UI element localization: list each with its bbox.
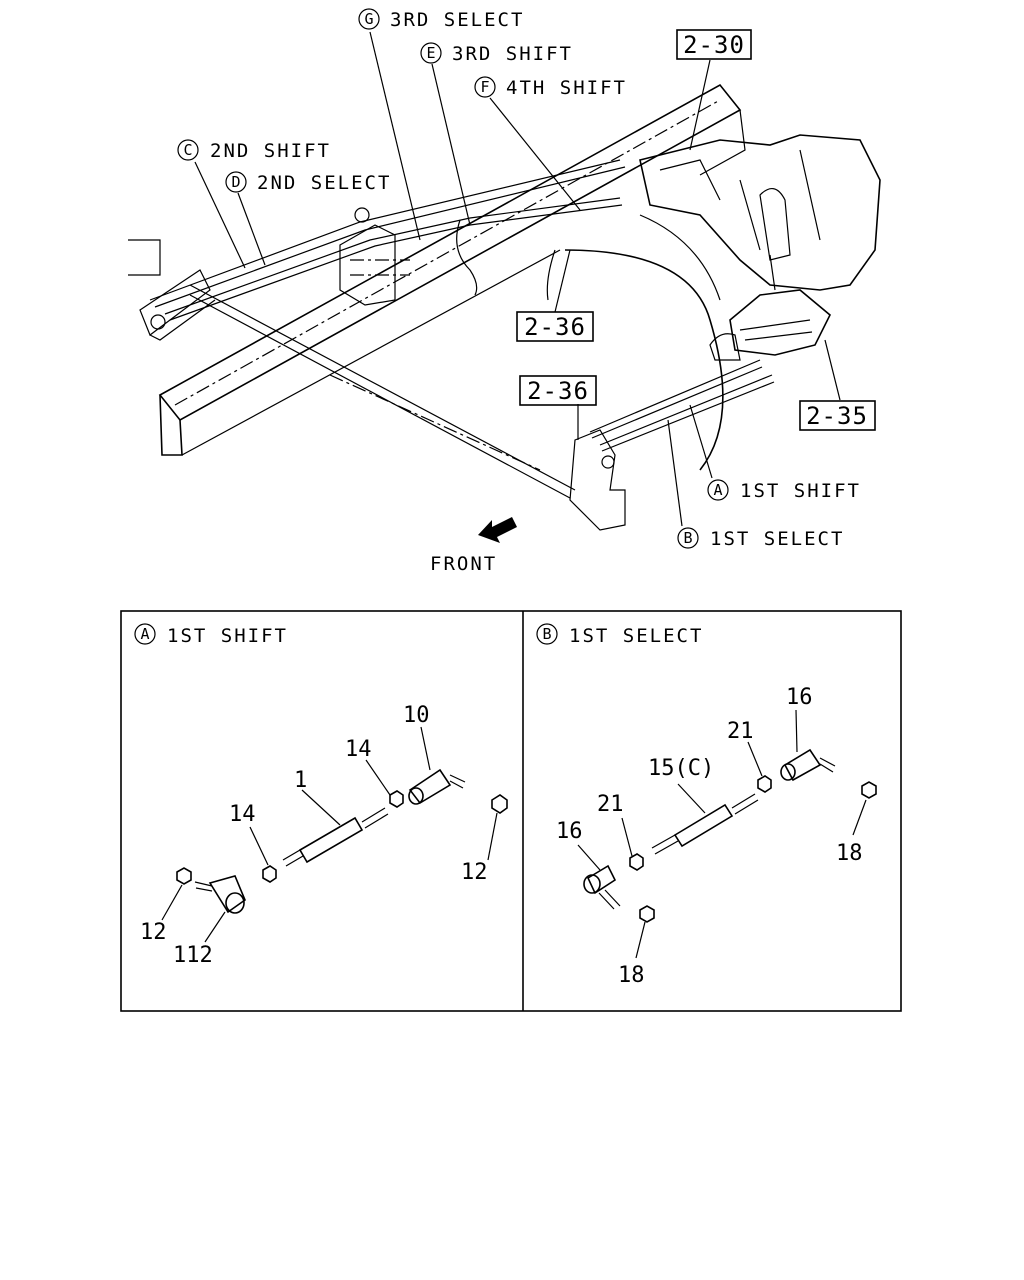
callout-2nd-select: D 2ND SELECT (225, 171, 391, 194)
lower-rods (589, 359, 775, 452)
panel-title-text: 1ST SELECT (569, 625, 703, 647)
rear-bracket (569, 429, 626, 531)
panel-title: B 1ST SELECT (536, 623, 703, 647)
callout-2nd-shift: C 2ND SHIFT (177, 139, 331, 162)
callout-label: 3RD SHIFT (452, 43, 573, 65)
part-number: 18 (836, 841, 863, 866)
callout-letter: G (364, 10, 373, 28)
callout-label: 1ST SHIFT (740, 480, 861, 502)
tunnel-arc (546, 214, 724, 471)
callout-label: 3RD SELECT (390, 9, 524, 31)
part-leaders (161, 726, 498, 943)
callout-label: 2ND SELECT (257, 172, 391, 194)
part-drawings (176, 768, 508, 914)
ref-box-2-36-upper[interactable]: 2-36 (516, 311, 594, 342)
overview-illustration (128, 31, 881, 543)
callout-letter: E (426, 44, 435, 62)
part-number: 16 (556, 819, 583, 844)
ref-box-2-30[interactable]: 2-30 (676, 29, 752, 60)
svg-text:2-35: 2-35 (806, 402, 868, 430)
callout-label: 2ND SHIFT (210, 140, 331, 162)
diagonal-rod (189, 284, 576, 499)
part-number: 21 (597, 792, 624, 817)
callout-label: 4TH SHIFT (506, 77, 627, 99)
callout-4th-shift: F 4TH SHIFT (474, 76, 627, 99)
upper-rods (149, 159, 626, 321)
part-drawings (583, 748, 877, 923)
part-number: 21 (727, 719, 754, 744)
ref-box-2-36-lower[interactable]: 2-36 (519, 375, 597, 406)
part-number: 10 (403, 703, 430, 728)
svg-text:2-36: 2-36 (524, 313, 586, 341)
transmission (639, 134, 881, 291)
svg-text:2-36: 2-36 (527, 377, 589, 405)
part-number: 16 (786, 685, 813, 710)
panel-1st-select: B 1ST SELECT (536, 623, 877, 988)
panel-title-text: 1ST SHIFT (167, 625, 288, 647)
ref-box-2-35[interactable]: 2-35 (799, 400, 876, 431)
svg-text:2-30: 2-30 (683, 31, 745, 59)
callout-letter: C (183, 141, 192, 159)
callout-letter: D (231, 173, 240, 191)
callout-letter: B (683, 529, 692, 547)
detail-frame (120, 610, 902, 1012)
callout-letter: F (480, 78, 489, 96)
part-number: 14 (229, 802, 256, 827)
front-arrow-icon (478, 517, 517, 543)
callout-label: 1ST SELECT (710, 528, 844, 550)
callout-3rd-select: G 3RD SELECT (358, 8, 524, 31)
part-number: 18 (618, 963, 645, 988)
panel-title: A 1ST SHIFT (134, 623, 288, 647)
callout-3rd-shift: E 3RD SHIFT (420, 42, 573, 65)
part-number: 112 (173, 943, 213, 968)
callout-1st-shift: A 1ST SHIFT (707, 479, 861, 502)
panel-1st-shift: A 1ST SHIFT (134, 623, 508, 968)
part-number: 15(C) (648, 756, 714, 781)
front-label: FRONT (430, 553, 497, 575)
part-number: 12 (461, 860, 488, 885)
callout-letter: A (713, 481, 722, 499)
callout-1st-select: B 1ST SELECT (677, 527, 844, 550)
part-number: 14 (345, 737, 372, 762)
part-number: 1 (294, 768, 307, 793)
part-leaders (577, 709, 867, 959)
left-bracket (128, 239, 216, 341)
panel-letter: A (140, 625, 149, 643)
leader-lines (194, 31, 841, 527)
panel-letter: B (542, 625, 551, 643)
frame-rail (158, 83, 746, 456)
part-number: 12 (140, 920, 167, 945)
shift-boot (709, 289, 831, 361)
